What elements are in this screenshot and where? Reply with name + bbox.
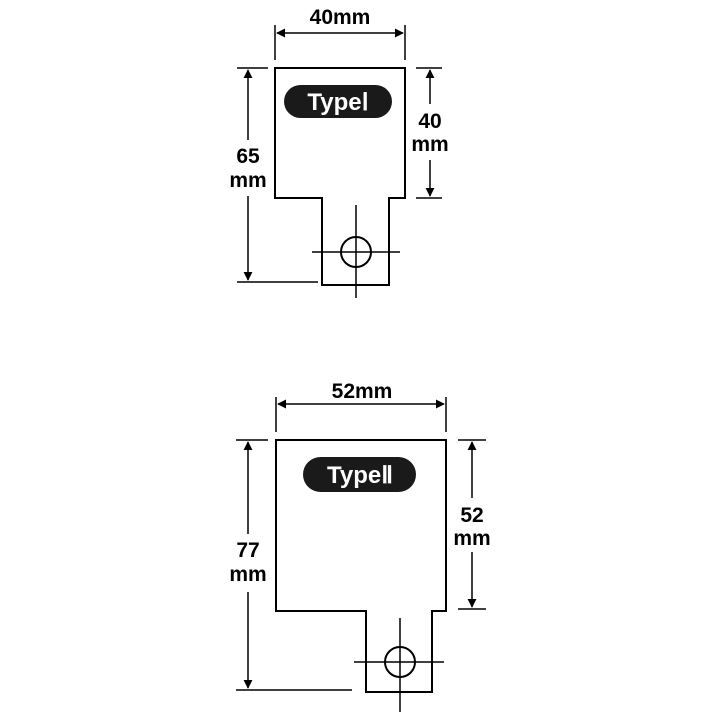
type1-height-dimension: 65 mm: [229, 67, 318, 283]
type2-width-dimension: 52mm: [275, 380, 447, 432]
type1-plate-outline: [274, 67, 406, 286]
type1-height-unit: mm: [229, 169, 266, 192]
type2-plate-outline: [275, 439, 447, 693]
type1-body-dimension: 40 mm: [411, 67, 449, 199]
type1-body-value: 40: [418, 110, 441, 133]
type1-width-dimension: 40mm: [274, 6, 406, 60]
type1-diagram: TypeⅠ 40mm 65 mm 4: [229, 6, 449, 298]
type2-badge-label: TypeⅡ: [327, 462, 393, 489]
type1-body-unit: mm: [411, 133, 448, 156]
type2-mounting-hole: [354, 618, 444, 712]
type1-width-label: 40mm: [310, 6, 371, 29]
type1-badge: TypeⅠ: [284, 85, 392, 118]
type2-body-unit: mm: [453, 527, 490, 550]
type2-width-label: 52mm: [332, 380, 393, 403]
type2-badge: TypeⅡ: [303, 457, 416, 492]
type2-body-value: 52: [460, 504, 483, 527]
type2-height-value: 77: [236, 539, 259, 562]
type2-body-dimension: 52 mm: [453, 439, 491, 610]
type2-height-unit: mm: [229, 563, 266, 586]
type1-height-value: 65: [236, 145, 260, 168]
type2-diagram: TypeⅡ 52mm 77 mm 5: [229, 380, 491, 712]
type1-mounting-hole: [312, 205, 400, 298]
type1-badge-label: TypeⅠ: [307, 89, 368, 116]
type2-height-dimension: 77 mm: [229, 439, 352, 691]
